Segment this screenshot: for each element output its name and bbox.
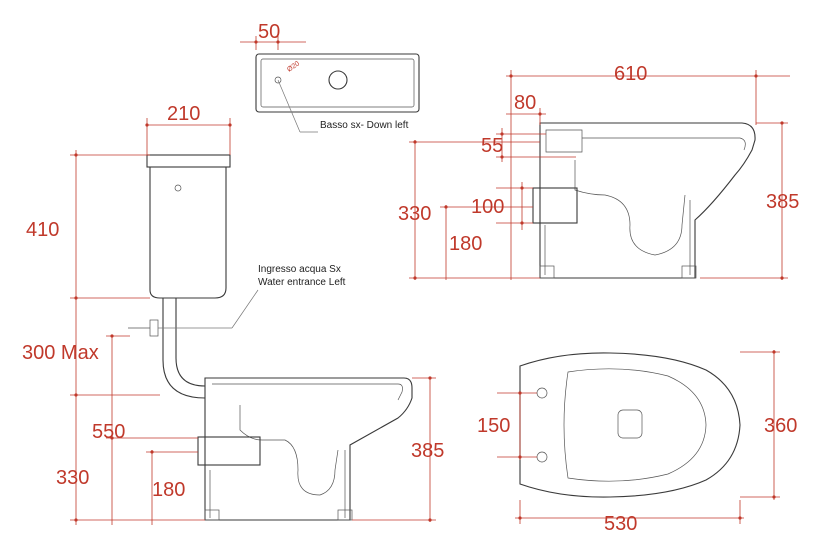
dim-bowl-width-label: 360 <box>764 415 797 437</box>
dim-bowl-height-left-label: 385 <box>411 440 444 462</box>
side-view-with-cistern <box>128 154 413 521</box>
dim-rim-offset <box>496 128 576 162</box>
water-inlet-note-en: Water entrance Left <box>258 277 346 288</box>
dim-tank-depth-label: 210 <box>167 103 200 125</box>
dim-bowl-height-right-label: 385 <box>766 191 799 213</box>
dim-tank-height-label: 410 <box>26 219 59 241</box>
dim-tank-depth <box>145 118 232 155</box>
dim-outlet-diameter-label: 100 <box>471 196 504 218</box>
dim-bowl-height-left <box>352 376 436 522</box>
dim-top-setback <box>506 108 546 125</box>
dim-bowl-length <box>515 500 744 524</box>
dim-right-outlet <box>409 140 540 280</box>
dim-tank-offset-label: 50 <box>258 21 280 43</box>
dim-bowl-width <box>740 350 780 500</box>
dim-tank-offset <box>240 36 306 50</box>
cistern-outlet-note: Basso sx- Down left <box>320 120 409 131</box>
dim-rim-offset-label: 55 <box>481 135 503 157</box>
dim-seat-height-label: 550 <box>92 421 125 443</box>
side-view-pan <box>532 122 756 279</box>
dim-pipe-height-label: 300 Max <box>22 342 99 364</box>
cistern-top-view <box>255 53 420 133</box>
hole-diameter-label: Ø20 <box>286 60 301 73</box>
dim-outlet-height-left-label: 330 <box>56 467 89 489</box>
dim-fixing-distance <box>497 391 537 460</box>
dim-total-length-label: 610 <box>614 63 647 85</box>
water-inlet-note-it: Ingresso acqua Sx <box>258 264 341 275</box>
dim-fixing-distance-label: 150 <box>477 415 510 437</box>
dim-outlet-center-left-label: 180 <box>152 479 185 501</box>
dim-bowl-height-right <box>700 121 788 280</box>
dim-outlet-center-right-label: 180 <box>449 233 482 255</box>
dim-top-setback-label: 80 <box>514 92 536 114</box>
dim-bowl-length-label: 530 <box>604 513 637 535</box>
dim-left-chain <box>70 150 205 525</box>
plan-view-bowl <box>519 352 741 498</box>
dim-total-length <box>506 70 790 280</box>
dim-outlet-height-right-label: 330 <box>398 203 431 225</box>
